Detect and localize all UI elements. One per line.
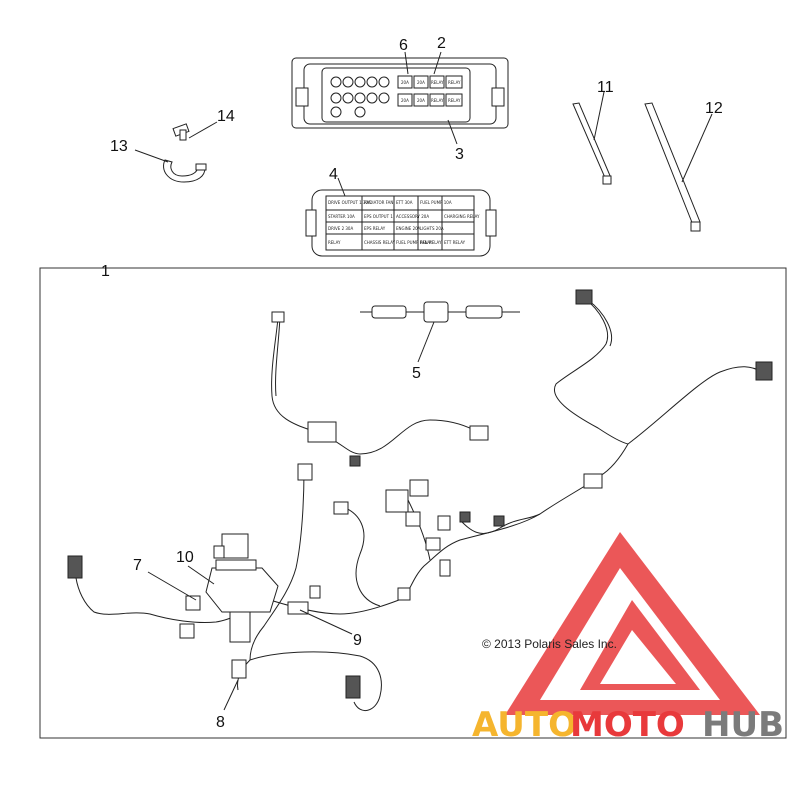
svg-text:RELAY: RELAY	[431, 98, 444, 103]
callout-7: 7	[133, 557, 142, 574]
callout-9: 9	[353, 632, 362, 649]
clamp[interactable]	[163, 159, 207, 183]
ecu-module[interactable]	[205, 533, 279, 643]
callout-12: 12	[705, 100, 723, 117]
watermark-auto: AUTO	[472, 705, 577, 745]
fuse-box-cover[interactable]: DRIVE OUTPUT 1 30A RADIATOR FAN ETT 30A …	[305, 189, 497, 257]
fuse-cells-right: 20A 20A RELAY RELAY 20A 20A RELAY RELAY	[397, 75, 463, 107]
svg-text:FAN RELAY: FAN RELAY	[420, 240, 442, 245]
svg-text:STARTER 10A: STARTER 10A	[328, 214, 355, 219]
watermark-hub: HUB	[702, 705, 784, 745]
watermark-moto: MOTO	[570, 705, 685, 745]
cable-tie-long[interactable]	[644, 102, 701, 232]
svg-text:ENGINE 20A: ENGINE 20A	[396, 226, 421, 231]
callout-14: 14	[217, 108, 235, 125]
svg-text:EPS RELAY: EPS RELAY	[364, 226, 386, 231]
bolt[interactable]	[172, 123, 190, 141]
harness-connectors	[67, 289, 773, 699]
svg-text:CHARGING RELAY: CHARGING RELAY	[444, 214, 480, 219]
callout-4: 4	[329, 166, 338, 183]
callout-11: 11	[597, 79, 614, 96]
watermark-logo: AUTO MOTO HUB	[472, 532, 784, 745]
svg-text:LIGHTS 20A: LIGHTS 20A	[420, 226, 444, 231]
assembly-frame	[39, 267, 787, 739]
svg-text:FUEL PUMP 10A: FUEL PUMP 10A	[420, 200, 452, 205]
svg-text:20A: 20A	[401, 98, 409, 103]
callout-5: 5	[412, 365, 421, 382]
callout-labels: 1 2 3 4 5 6 7 8 9 10 11 12 13 14	[101, 35, 723, 731]
svg-text:RELAY: RELAY	[448, 80, 461, 85]
wire-harness[interactable]	[75, 297, 763, 711]
svg-text:RELAY: RELAY	[328, 240, 341, 245]
cable-tie-short[interactable]	[572, 102, 612, 185]
svg-text:DRIVE 2 30A: DRIVE 2 30A	[328, 226, 353, 231]
svg-text:20A: 20A	[401, 80, 409, 85]
svg-text:20A: 20A	[417, 80, 425, 85]
callout-3: 3	[455, 146, 464, 163]
svg-text:FUEL PUMP RELAY: FUEL PUMP RELAY	[396, 240, 433, 245]
copyright-notice: © 2013 Polaris Sales Inc.	[482, 637, 617, 651]
svg-text:ETT RELAY: ETT RELAY	[444, 240, 466, 245]
callout-6: 6	[399, 37, 408, 54]
callout-8: 8	[216, 714, 225, 731]
svg-text:ACCESSORY 20A: ACCESSORY 20A	[396, 214, 429, 219]
svg-text:20A: 20A	[417, 98, 425, 103]
svg-text:RELAY: RELAY	[431, 80, 444, 85]
svg-text:RADIATOR FAN: RADIATOR FAN	[364, 200, 393, 205]
callout-1: 1	[101, 263, 110, 280]
svg-text:EPS OUTPUT 1: EPS OUTPUT 1	[364, 214, 393, 219]
fuse-box-assembly[interactable]: 20A 20A RELAY RELAY 20A 20A RELAY RELAY	[291, 57, 509, 129]
svg-text:DRIVE OUTPUT 1 30A: DRIVE OUTPUT 1 30A	[328, 200, 371, 205]
svg-text:RELAY: RELAY	[448, 98, 461, 103]
callout-10: 10	[176, 549, 194, 566]
fuse-cells-left	[330, 76, 390, 118]
svg-text:ETT 30A: ETT 30A	[396, 200, 413, 205]
callout-13: 13	[110, 138, 128, 155]
svg-text:CHASSIS RELAY: CHASSIS RELAY	[364, 240, 396, 245]
callout-2: 2	[437, 35, 446, 52]
inline-fuse-holder[interactable]	[360, 301, 520, 323]
